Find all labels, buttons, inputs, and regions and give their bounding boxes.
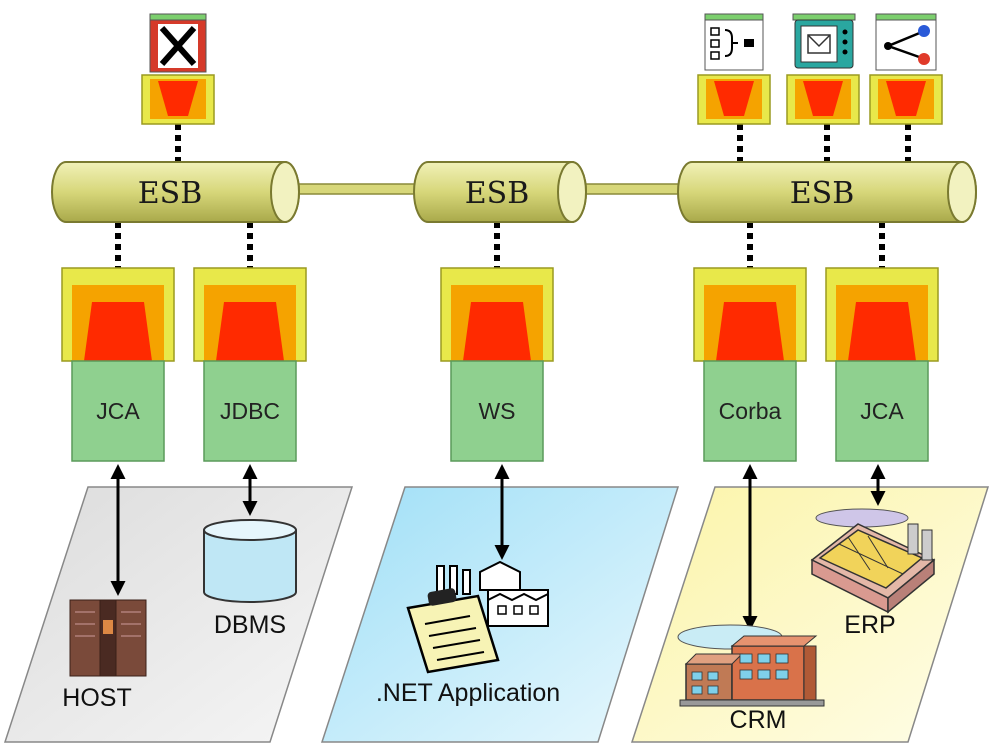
adapter-jdbc: JDBC bbox=[193, 267, 307, 462]
clipboard-icon bbox=[406, 588, 500, 674]
cross-process-icon bbox=[149, 13, 207, 73]
esb-label: ESB bbox=[790, 176, 855, 211]
service-connector-1 bbox=[141, 13, 215, 125]
adapter-corba: Corba bbox=[693, 267, 807, 462]
bus-link-1 bbox=[289, 183, 431, 195]
erp-factory-icon bbox=[810, 508, 936, 614]
adapter-jca-erp: JCA bbox=[825, 267, 939, 462]
service-connector-2 bbox=[697, 13, 771, 125]
esb-bus-2: ESB bbox=[413, 161, 587, 223]
connection-arrows bbox=[110, 464, 886, 631]
system-label-dotnet: .NET Application bbox=[376, 679, 560, 707]
zone-legacy bbox=[3, 486, 354, 743]
system-label-host: HOST bbox=[62, 684, 131, 712]
dotted-connectors bbox=[115, 124, 911, 268]
esb-bus-3: ESB bbox=[677, 161, 977, 223]
system-label-erp: ERP bbox=[844, 611, 895, 639]
esb-bus-1: ESB bbox=[51, 161, 300, 223]
crm-building-icon bbox=[677, 624, 825, 707]
fork-process-icon bbox=[704, 13, 764, 71]
adapter-ws: WS bbox=[440, 267, 554, 462]
adapter-label: JCA bbox=[96, 398, 140, 424]
adapter-label: WS bbox=[478, 398, 515, 424]
adapter-label: JDBC bbox=[220, 398, 280, 424]
service-connector-3 bbox=[786, 13, 860, 125]
adapter-label: Corba bbox=[719, 398, 782, 424]
message-terminal-icon bbox=[792, 13, 856, 69]
database-icon bbox=[203, 519, 297, 603]
system-label-dbms: DBMS bbox=[214, 611, 286, 639]
mainframe-icon bbox=[69, 599, 147, 677]
routing-nodes-icon bbox=[875, 13, 937, 71]
system-label-crm: CRM bbox=[730, 706, 787, 734]
adapter-jca-host: JCA bbox=[61, 267, 175, 462]
esb-label: ESB bbox=[465, 176, 530, 211]
esb-label: ESB bbox=[138, 176, 203, 211]
factory-icon bbox=[436, 560, 549, 627]
bus-link-2 bbox=[574, 183, 696, 195]
service-connector-4 bbox=[869, 13, 943, 125]
adapter-label: JCA bbox=[860, 398, 904, 424]
